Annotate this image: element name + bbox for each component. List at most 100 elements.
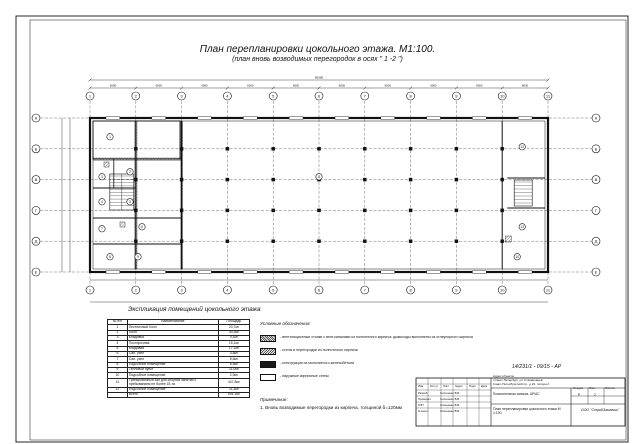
axis-row-label: Б — [595, 146, 598, 151]
signature-role: Разраб. — [418, 391, 429, 395]
legend-title: Условные обозначения: — [260, 321, 311, 326]
hatched-wall — [134, 120, 138, 270]
axis-column-label: 7 — [364, 94, 367, 99]
room-number-marker — [518, 223, 526, 231]
dimension-value: 6000 — [201, 84, 208, 88]
axis-row-label: А — [35, 116, 38, 121]
axis-column-bubble — [543, 91, 553, 101]
structural-column — [454, 208, 459, 213]
room-number-marker — [98, 198, 106, 206]
room-number-marker — [518, 143, 526, 151]
axis-row-label: Д — [35, 239, 38, 244]
axis-column-label: 9 — [455, 288, 458, 293]
dimension-tick — [546, 86, 550, 90]
dimension-value: 6000 — [385, 84, 392, 88]
window-top — [243, 116, 258, 120]
title-block-col-count: Кол.уч — [430, 384, 439, 388]
title-block-sheets-label: Листов — [605, 386, 615, 390]
axis-column-bubble — [314, 91, 324, 101]
title-block-code: 14/231/1 - 09/15 - АР — [512, 364, 562, 370]
signature-person: Сильченко В.В. — [440, 391, 460, 395]
hatched-wall — [92, 157, 182, 161]
structural-column — [317, 147, 321, 151]
axis-column-bubble — [223, 285, 232, 295]
room-number-label: 8 — [109, 255, 111, 259]
axis-column-bubble — [131, 91, 141, 101]
room-number-marker — [126, 198, 134, 206]
window-top — [197, 116, 212, 120]
room-number-marker — [98, 225, 106, 233]
room-number-marker — [315, 173, 323, 181]
structural-column — [225, 239, 230, 243]
axis-row-label: В — [35, 177, 38, 182]
plan-subtitle: (план вновь возводимых перегородок в ося… — [232, 56, 403, 63]
room-number-label: 12 — [520, 145, 524, 149]
axis-column-bubble — [314, 285, 324, 295]
axis-row-label: Б — [35, 146, 38, 151]
structural-column — [408, 177, 413, 182]
window-bottom — [289, 270, 304, 274]
axis-column-label: 11 — [546, 288, 551, 293]
legend-text-concrete: - конструкции из монолитного железобетон… — [280, 361, 355, 365]
structural-column — [271, 177, 275, 182]
window-bottom — [472, 270, 487, 274]
axis-column-bubble — [406, 91, 415, 101]
notes-title: Примечание: — [260, 397, 288, 402]
axis-row-bubble — [591, 206, 601, 215]
explication-cell-num — [107, 391, 128, 399]
room-number-label: 4 — [101, 200, 103, 204]
sheet-inner-frame — [29, 19, 627, 441]
dimension-value: 6000 — [476, 84, 483, 88]
dimension-tick — [271, 86, 275, 90]
window-bottom — [243, 270, 258, 274]
axis-row-bubble — [31, 144, 41, 154]
title-block-section: Пояснительная записка. АР/АС — [493, 392, 540, 396]
structural-column — [408, 147, 413, 151]
axis-row-bubble — [591, 175, 601, 184]
dimension-tick — [317, 86, 321, 90]
axis-column-bubble — [177, 285, 186, 295]
window-bottom — [151, 270, 166, 274]
structural-column — [317, 208, 321, 213]
axis-column-bubble — [543, 285, 553, 295]
title-block-col-date: Дата — [481, 384, 488, 388]
axis-column-label: 2 — [135, 94, 138, 99]
window-bottom — [197, 270, 212, 274]
explication-cell-area: 591,1м² — [217, 391, 251, 399]
structural-column — [408, 239, 413, 243]
signature-role: ГИП — [418, 403, 424, 407]
room-number-label: 11 — [317, 175, 321, 179]
room-number-label: 6 — [141, 225, 143, 229]
window-bottom — [105, 270, 120, 274]
dimension-tick — [546, 78, 550, 82]
axis-column-label: 10 — [500, 94, 505, 99]
title-block-sheet-label: Лист — [589, 386, 596, 390]
structural-column — [363, 177, 367, 182]
axis-column-bubble — [497, 285, 507, 295]
vent-shaft — [103, 161, 110, 168]
legend-swatch-concrete — [260, 361, 276, 368]
explication-cell-num: 11 — [107, 377, 128, 388]
plan-title: План перепланировки цокольного этажа. М1… — [199, 44, 436, 55]
signature-role: Проверил — [418, 397, 431, 401]
room-number-label: 3 — [101, 175, 103, 179]
room-number-label: 1 — [109, 135, 111, 139]
axis-row-bubble — [31, 206, 41, 215]
room-number-marker — [98, 173, 106, 181]
room-number-label: 9 — [137, 255, 139, 259]
signature-person: Сильченко В.В. — [440, 397, 460, 401]
axis-column-label: 6 — [318, 94, 321, 99]
dimension-value: 6000 — [110, 84, 117, 88]
dimension-tick — [88, 86, 92, 90]
window-top — [472, 116, 487, 120]
dimension-total-value: 60000 — [315, 76, 324, 80]
axis-column-bubble — [85, 285, 95, 295]
axis-column-label: 1 — [89, 288, 92, 293]
title-block-col-sign: Подп. — [469, 384, 477, 388]
axis-row-label: В — [595, 177, 598, 182]
legend-row-concrete: - конструкции из монолитного железобетон… — [260, 360, 580, 368]
